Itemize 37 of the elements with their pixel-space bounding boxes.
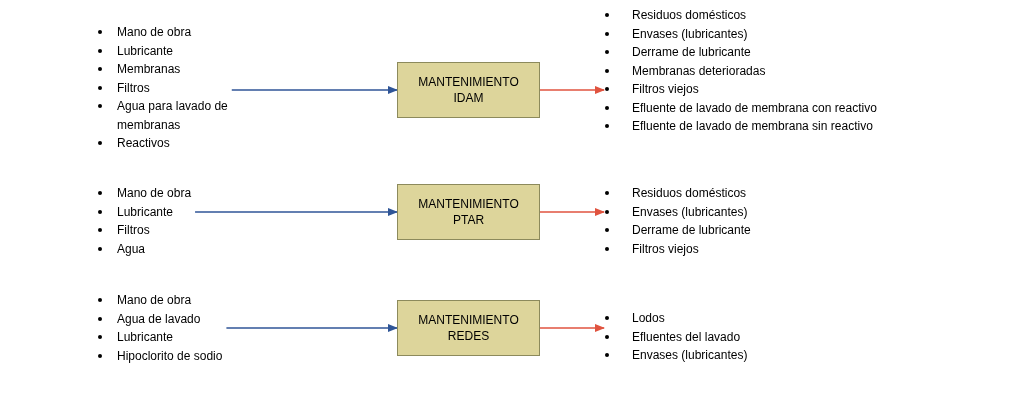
- list-item: Envases (lubricantes): [632, 26, 748, 41]
- list-item: Agua: [117, 241, 146, 256]
- list-item: Hipoclorito de sodio: [117, 348, 223, 363]
- list-item: Residuos domésticos: [632, 8, 747, 22]
- arrow: [225, 324, 398, 332]
- process-box: MANTENIMIENTO IDAM: [397, 62, 540, 118]
- list-item: Agua para lavado de membranas: [117, 99, 228, 132]
- list-item: Lubricante: [117, 43, 174, 58]
- process-box: MANTENIMIENTO REDES: [397, 300, 540, 356]
- list-item: Lubricante: [117, 330, 174, 344]
- arrow: [194, 208, 398, 216]
- list-item: Efluente de lavado de membrana con reactivo: [632, 100, 877, 115]
- list-item: Efluentes del lavado: [632, 329, 741, 344]
- list-item: Mano de obra: [117, 293, 192, 307]
- list-item: Mano de obra: [117, 186, 192, 200]
- list-item: Derrame de lubricante: [632, 223, 751, 237]
- process-box: MANTENIMIENTO PTAR: [397, 184, 540, 240]
- list-item: Efluente de lavado de membrana sin reactivo: [632, 119, 873, 133]
- list-item: Mano de obra: [117, 25, 192, 39]
- list-item: Membranas: [117, 62, 181, 76]
- arrow: [539, 208, 605, 216]
- list-item: Filtros viejos: [632, 82, 699, 96]
- arrow: [231, 86, 398, 94]
- list-item: Lodos: [632, 311, 665, 325]
- list-item: Derrame de lubricante: [632, 45, 751, 59]
- arrow: [539, 324, 605, 332]
- list-item: Lubricante: [117, 204, 174, 219]
- list-item: Envases (lubricantes): [632, 204, 748, 219]
- list-item: Filtros: [117, 223, 150, 237]
- list-item: Filtros viejos: [632, 241, 699, 256]
- list-item: Agua de lavado: [117, 311, 201, 326]
- list-item: Filtros: [117, 80, 150, 95]
- list-item: Reactivos: [117, 136, 170, 150]
- list-item: Envases (lubricantes): [632, 348, 748, 362]
- arrow: [539, 86, 605, 94]
- list-item: Residuos domésticos: [632, 186, 747, 200]
- list-item: Membranas deterioradas: [632, 63, 766, 78]
